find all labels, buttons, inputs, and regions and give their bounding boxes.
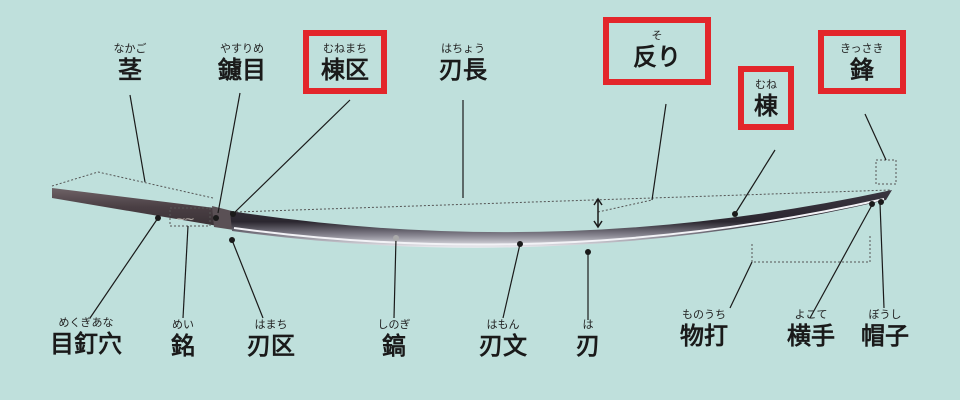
label-ruby: はちょう bbox=[441, 42, 485, 55]
label-monouchi: ものうち 物打 bbox=[668, 308, 740, 350]
label-word: 鎬 bbox=[382, 332, 406, 360]
mei-inscription-mark: ⁓⁓ bbox=[176, 215, 194, 225]
label-word: 棟 bbox=[754, 92, 778, 120]
label-word: 帽子 bbox=[861, 322, 909, 350]
label-ruby: はまち bbox=[254, 318, 288, 331]
label-mekugiana: めくぎあな 目釘穴 bbox=[36, 316, 136, 358]
label-ruby: むね bbox=[755, 78, 777, 91]
label-word: 茎 bbox=[118, 56, 142, 84]
label-ruby: めい bbox=[172, 318, 194, 331]
sori-arrow bbox=[593, 197, 603, 229]
label-sori-highlighted: そ 反り bbox=[603, 17, 711, 85]
label-ruby: よこて bbox=[794, 308, 828, 321]
label-ruby: むねまち bbox=[323, 42, 367, 55]
marker-dots bbox=[155, 199, 884, 255]
label-word: 棟区 bbox=[321, 56, 369, 84]
nakago-tang bbox=[52, 188, 218, 226]
label-ruby: は bbox=[582, 318, 594, 331]
label-word: 刃 bbox=[576, 332, 600, 360]
label-munemachi-highlighted: むねまち 棟区 bbox=[303, 30, 387, 94]
label-shinogi: しのぎ 鎬 bbox=[364, 318, 424, 360]
label-word: 鑢目 bbox=[218, 56, 266, 84]
leader-lines bbox=[89, 92, 887, 320]
label-hachou: はちょう 刃長 bbox=[425, 42, 501, 84]
label-word: 刃文 bbox=[479, 332, 527, 360]
label-word: 横手 bbox=[787, 322, 835, 350]
label-ruby: ものうち bbox=[682, 308, 726, 321]
label-word: 銘 bbox=[171, 332, 195, 360]
label-kissaki-highlighted: きっさき 鋒 bbox=[818, 30, 906, 94]
blade-body bbox=[230, 190, 892, 248]
label-word: 物打 bbox=[680, 322, 728, 350]
label-yokote: よこて 横手 bbox=[776, 308, 846, 350]
label-ha: は 刃 bbox=[563, 318, 613, 360]
label-word: 刃区 bbox=[247, 332, 295, 360]
dotted-guides bbox=[51, 159, 897, 263]
label-mei: めい 銘 bbox=[158, 318, 208, 360]
label-word: 刃長 bbox=[439, 56, 487, 84]
label-nakago: なかご 茎 bbox=[100, 42, 160, 84]
label-word: 目釘穴 bbox=[50, 330, 122, 358]
label-yasurime: やすりめ 鑢目 bbox=[207, 42, 277, 84]
label-ruby: きっさき bbox=[840, 42, 884, 55]
label-hamon: はもん 刃文 bbox=[468, 318, 538, 360]
label-ruby: めくぎあな bbox=[58, 316, 114, 329]
label-ruby: ぼうし bbox=[868, 308, 902, 321]
label-ruby: なかご bbox=[113, 42, 147, 55]
label-word: 鋒 bbox=[849, 56, 874, 84]
blade-edge bbox=[233, 198, 885, 246]
label-ruby: しのぎ bbox=[377, 318, 411, 331]
label-ruby: そ bbox=[651, 29, 663, 42]
label-mune-highlighted: むね 棟 bbox=[738, 66, 794, 130]
habaki-area bbox=[212, 206, 234, 230]
label-ruby: やすりめ bbox=[220, 42, 264, 55]
label-boushi: ぼうし 帽子 bbox=[850, 308, 920, 350]
label-word: 反り bbox=[633, 43, 681, 71]
label-ruby: はもん bbox=[486, 318, 520, 331]
label-hamachi: はまち 刃区 bbox=[236, 318, 306, 360]
